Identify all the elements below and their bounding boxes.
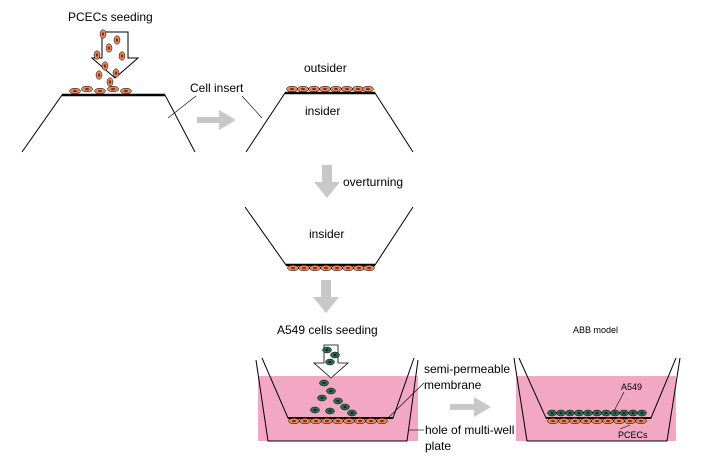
step2-cell-insert: outsider insider <box>245 61 414 153</box>
a549-label: A549 <box>621 382 642 392</box>
overturning-label: overturning <box>343 175 403 189</box>
step1-cell-insert: PCECs seeding <box>21 10 196 153</box>
abb-pcecs-layer <box>547 417 647 425</box>
insider-label-top: insider <box>305 104 340 118</box>
cell-insert-leader-right <box>241 95 263 119</box>
pcecs-seeding-label: PCECs seeding <box>68 10 153 24</box>
insert-pcecs <box>288 417 388 425</box>
down-arrow-2-icon <box>313 280 339 313</box>
down-arrow-1-icon <box>314 165 340 198</box>
cell-insert-outline-2 <box>245 92 414 153</box>
pcecs-leader <box>619 424 631 430</box>
membrane-leader <box>387 382 425 419</box>
pcecs-label: PCECs <box>618 430 648 440</box>
a549-leader <box>613 391 625 412</box>
culture-medium <box>258 376 418 441</box>
cell-insert-label: Cell insert <box>190 81 244 95</box>
right-arrow-2-icon <box>450 397 491 417</box>
insider-label-mid: insider <box>309 227 344 241</box>
outsider-label: outsider <box>304 61 347 75</box>
abb-model-label: ABB model <box>573 325 618 335</box>
step4-well <box>255 344 425 442</box>
cell-insert-leader-left <box>167 95 197 119</box>
seeded-pcecs <box>69 85 132 95</box>
right-arrow-icon <box>197 110 236 130</box>
step3-inverted-insert: insider <box>244 206 414 272</box>
abb-well-outline <box>513 357 681 442</box>
cell-insert-outline <box>21 94 196 153</box>
abb-culture-medium <box>516 376 676 441</box>
well-outline <box>255 359 419 442</box>
a549-seeding-label: A549 cells seeding <box>277 323 378 337</box>
abb-model-well <box>513 357 681 442</box>
outside-pcecs <box>286 85 374 93</box>
abb-a549-layer <box>547 409 647 417</box>
semi-permeable-label: semi-permeable <box>424 362 510 376</box>
hole-label: hole of multi-well <box>425 423 514 437</box>
membrane-label: membrane <box>424 378 482 392</box>
plate-label: plate <box>425 439 451 453</box>
